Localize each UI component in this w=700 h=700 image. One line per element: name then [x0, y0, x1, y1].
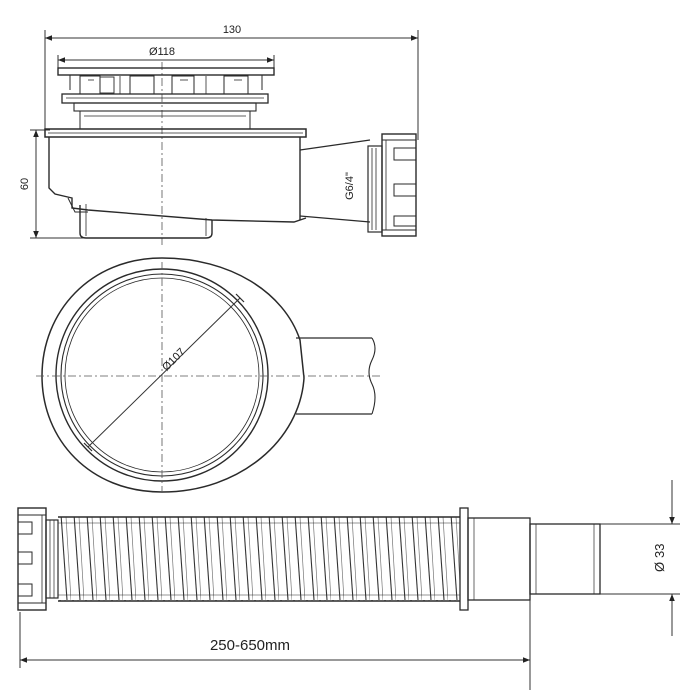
length-range-label: 250-650mm [210, 637, 290, 654]
side-elevation-view: 130 Ø118 60 [19, 24, 419, 245]
body-flange [44, 128, 307, 138]
overall-width-label: 130 [223, 24, 241, 36]
outlet-diameter-value: 33 [652, 544, 667, 558]
height-label: 60 [19, 178, 31, 190]
plan-diameter-line [87, 297, 241, 448]
plan-diameter-label: Ø107 [160, 346, 188, 374]
coupling-nut [367, 133, 417, 237]
plan-view: Ø107 [36, 257, 380, 493]
grate-diameter-label: Ø118 [149, 46, 175, 58]
height-dimension: 60 [19, 129, 90, 239]
length-dimension: 250-650mm [19, 600, 531, 690]
plan-body-outline [41, 257, 305, 493]
grate-diameter-dimension: Ø118 [57, 46, 275, 75]
thread-label: G6/4" [344, 172, 356, 200]
plan-outlet-pipe [296, 337, 376, 415]
hose-left-nut [17, 507, 59, 611]
outlet-diameter-symbol: Ø [652, 562, 667, 572]
trap-body [48, 137, 307, 239]
flexible-hose-view: Ø 33 250-650mm [17, 480, 680, 690]
outlet-diameter-dimension: Ø 33 [600, 480, 680, 636]
overall-width-dimension: 130 [44, 24, 419, 140]
outlet-pipe: G6/4" [299, 139, 371, 223]
corrugated-hose [58, 516, 460, 602]
grate-cap [57, 67, 275, 95]
hose-right-fitting [459, 507, 601, 611]
collar [61, 93, 269, 130]
